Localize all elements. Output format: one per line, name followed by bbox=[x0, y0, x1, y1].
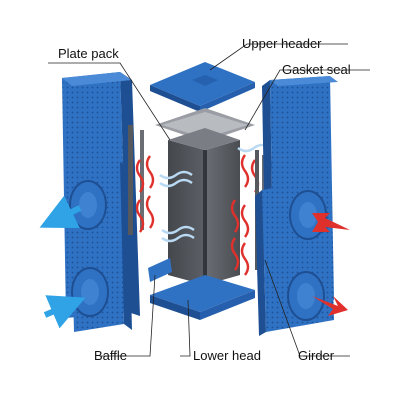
label-girder: Girder bbox=[298, 348, 335, 363]
left-end-plate bbox=[69, 162, 132, 332]
label-gasket-seal: Gasket seal bbox=[282, 62, 351, 77]
label-baffle: Baffle bbox=[94, 348, 128, 363]
hot-outlet-bottom-right-arrow bbox=[312, 296, 348, 316]
plate-pack-core bbox=[168, 128, 240, 285]
label-upper-header: Upper header bbox=[242, 36, 322, 51]
baffle bbox=[148, 258, 172, 282]
upper-header bbox=[150, 62, 255, 112]
right-end-plate bbox=[255, 178, 334, 336]
hot-inlet-right-arrow bbox=[312, 213, 350, 232]
cold-outlet-left-arrow bbox=[39, 195, 82, 229]
gasket-seal-plate bbox=[155, 108, 255, 142]
label-lower-head: Lower head bbox=[193, 348, 261, 363]
lower-head bbox=[150, 275, 255, 320]
cold-inlet-bottom-left-arrow bbox=[43, 295, 86, 329]
leader-lines bbox=[48, 43, 370, 357]
label-plate-pack: Plate pack bbox=[58, 46, 119, 61]
